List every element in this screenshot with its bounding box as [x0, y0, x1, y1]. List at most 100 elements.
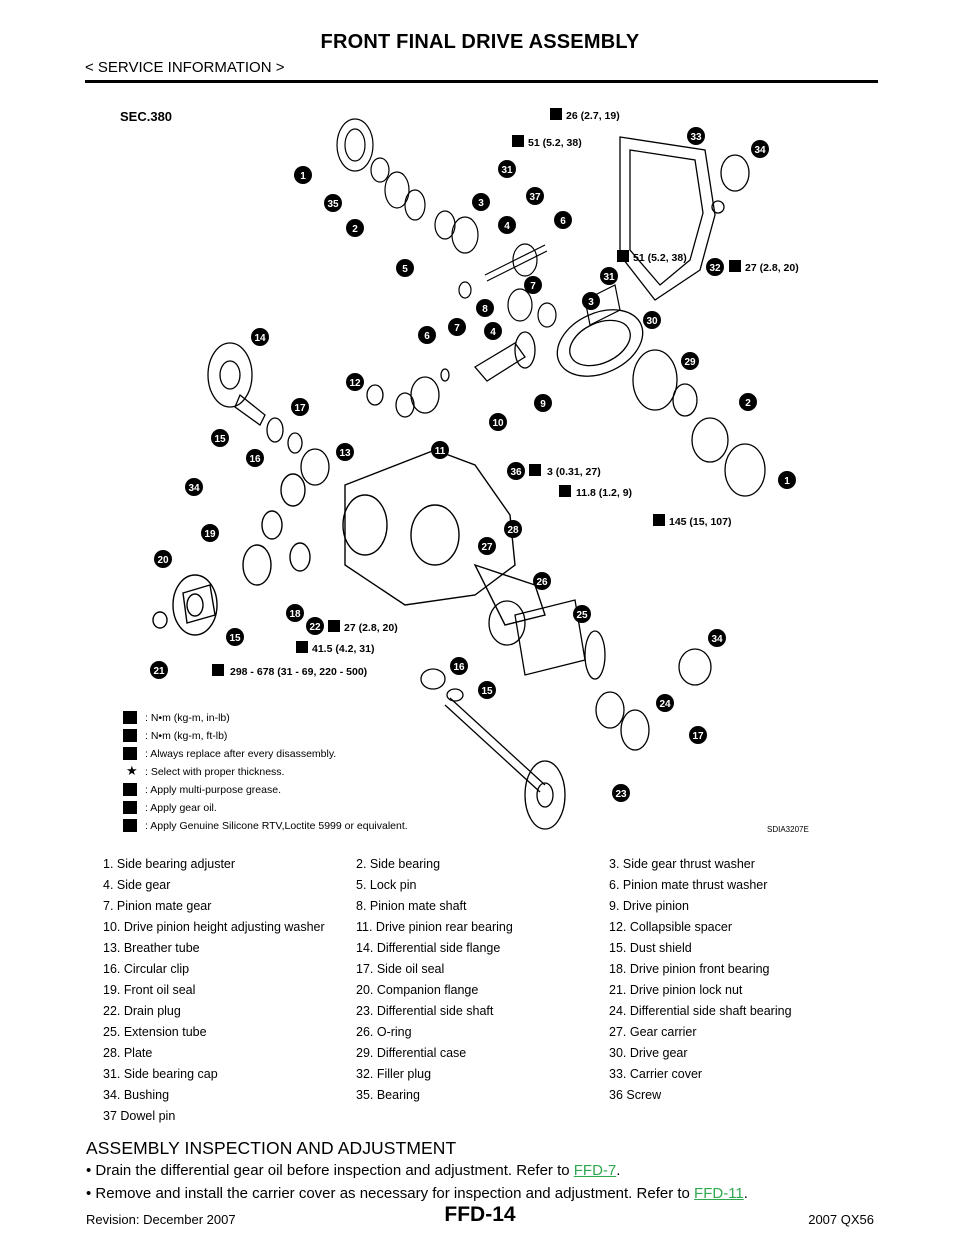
svg-text:15: 15 — [214, 434, 226, 445]
gear-oil-icon — [123, 801, 137, 814]
torque-callouts: 26 (2.7, 19) 51 (5.2, 38) 51 (5.2, 38) 2… — [212, 108, 799, 678]
part-entry: 30. Drive gear — [609, 1045, 688, 1060]
part-entry: 21. Drive pinion lock nut — [609, 982, 743, 997]
ffd-7-link[interactable]: FFD-7 — [573, 1162, 617, 1179]
side-shaft — [420, 668, 566, 830]
svg-text:29: 29 — [684, 357, 696, 368]
ffd-11-link[interactable]: FFD-11 — [694, 1185, 744, 1202]
part-entry: 19. Front oil seal — [103, 982, 196, 997]
svg-text:: Apply multi-purpose grease.: : Apply multi-purpose grease. — [145, 784, 281, 796]
svg-text:3: 3 — [478, 198, 484, 209]
svg-text:30: 30 — [646, 316, 658, 327]
svg-text:5: 5 — [402, 264, 408, 275]
part-entry: 36 Screw — [609, 1087, 662, 1102]
star-icon: ★ — [126, 763, 138, 778]
part-entry: 32. Filler plug — [356, 1066, 432, 1081]
svg-text:19: 19 — [204, 529, 216, 540]
part-entry: 29. Differential case — [356, 1045, 467, 1060]
part-entry: 33. Carrier cover — [609, 1066, 703, 1081]
svg-text:3: 3 — [588, 297, 594, 308]
svg-text:28: 28 — [507, 525, 519, 536]
torque-callout: 51 (5.2, 38) — [528, 137, 582, 149]
svg-text:2: 2 — [352, 224, 358, 235]
torque-callout: 51 (5.2, 38) — [633, 252, 687, 264]
part-entry: 28. Plate — [103, 1045, 153, 1060]
part-entry: 1. Side bearing adjuster — [103, 856, 236, 871]
svg-text:7: 7 — [530, 281, 536, 292]
svg-text:37: 37 — [529, 192, 541, 203]
torque-callout: 11.8 (1.2, 9) — [576, 487, 632, 499]
svg-text:24: 24 — [659, 699, 671, 710]
part-entry: 20. Companion flange — [356, 982, 479, 997]
svg-text:16: 16 — [453, 662, 465, 673]
svg-text:2: 2 — [745, 398, 751, 409]
part-entry: 6. Pinion mate thrust washer — [609, 877, 768, 892]
svg-text:36: 36 — [510, 467, 522, 478]
svg-text:6: 6 — [560, 216, 566, 227]
revision-date: Revision: December 2007 — [86, 1212, 236, 1227]
svg-text:15: 15 — [481, 686, 493, 697]
part-entry: 2. Side bearing — [356, 856, 441, 871]
svg-text:14: 14 — [254, 333, 266, 344]
part-entry: 37 Dowel pin — [103, 1108, 176, 1123]
drive-pinion — [366, 331, 536, 418]
parts-row: 16. Circular clip 17. Side oil seal 18. Dr… — [103, 958, 823, 979]
svg-text:7: 7 — [454, 323, 460, 334]
part-entry: 34. Bushing — [103, 1087, 170, 1102]
parts-row: 34. Bushing 35. Bearing 36 Screw — [103, 1084, 823, 1105]
svg-text:34: 34 — [754, 145, 766, 156]
section-heading: ASSEMBLY INSPECTION AND ADJUSTMENT — [86, 1138, 457, 1158]
replace-icon — [123, 747, 137, 760]
vehicle-model: 2007 QX56 — [808, 1212, 874, 1227]
svg-text:31: 31 — [603, 272, 615, 283]
torque-ftlb-icon — [123, 729, 137, 742]
gear-carrier — [152, 449, 546, 636]
exploded-view-diagram: SEC.380 — [115, 95, 815, 840]
svg-text:16: 16 — [249, 454, 261, 465]
part-entry: 11. Drive pinion rear bearing — [356, 919, 513, 934]
part-entry: 23. Differential side shaft — [356, 1003, 494, 1018]
torque-callout: 145 (15, 107) — [669, 516, 731, 528]
svg-text:15: 15 — [229, 633, 241, 644]
part-entry — [609, 1105, 823, 1126]
svg-text:8: 8 — [482, 304, 488, 315]
part-entry: 8. Pinion mate shaft — [356, 898, 467, 913]
svg-text:34: 34 — [711, 634, 723, 645]
torque-callout: 27 (2.8, 20) — [745, 262, 799, 274]
svg-text:1: 1 — [784, 476, 790, 487]
svg-text:27: 27 — [481, 542, 493, 553]
header-divider — [85, 80, 878, 83]
part-entry: 3. Side gear thrust washer — [609, 856, 755, 871]
part-entry: 18. Drive pinion front bearing — [609, 961, 770, 976]
section-code: SEC.380 — [120, 109, 172, 124]
diagram-legend: : N•m (kg-m, in-lb) : N•m (kg-m, ft-lb) … — [123, 711, 408, 832]
part-entry: 5. Lock pin — [356, 877, 417, 892]
part-entry: 16. Circular clip — [103, 961, 190, 976]
page-title: FRONT FINAL DRIVE ASSEMBLY — [320, 31, 640, 53]
parts-row: 37 Dowel pin — [103, 1105, 823, 1126]
part-entry: 17. Side oil seal — [356, 961, 445, 976]
svg-text:20: 20 — [157, 555, 169, 566]
svg-text:9: 9 — [540, 399, 546, 410]
svg-text:: N•m (kg-m, in-lb): : N•m (kg-m, in-lb) — [145, 712, 230, 724]
part-entry: 35. Bearing — [356, 1087, 420, 1102]
part-entry: 24. Differential side shaft bearing — [609, 1003, 792, 1018]
svg-text:6: 6 — [424, 331, 430, 342]
svg-text:25: 25 — [576, 610, 588, 621]
part-entry: 13. Breather tube — [103, 940, 200, 955]
svg-text:32: 32 — [709, 263, 721, 274]
svg-text:: Select with proper thickness: : Select with proper thickness. — [145, 766, 284, 778]
instruction-bullet: • Remove and install the carrier cover a… — [86, 1185, 748, 1202]
svg-text:34: 34 — [188, 483, 200, 494]
svg-text:22: 22 — [309, 622, 321, 633]
torque-callout: 3 (0.31, 27) — [547, 466, 601, 478]
parts-row: 10. Drive pinion height adjusting washer… — [103, 916, 823, 937]
sealant-icon — [123, 819, 137, 832]
svg-text:17: 17 — [294, 403, 306, 414]
part-entry: 15. Dust shield — [609, 940, 692, 955]
svg-text:4: 4 — [504, 221, 510, 232]
svg-text:1: 1 — [300, 171, 306, 182]
torque-callout: 298 - 678 (31 - 69, 220 - 500) — [230, 666, 367, 678]
